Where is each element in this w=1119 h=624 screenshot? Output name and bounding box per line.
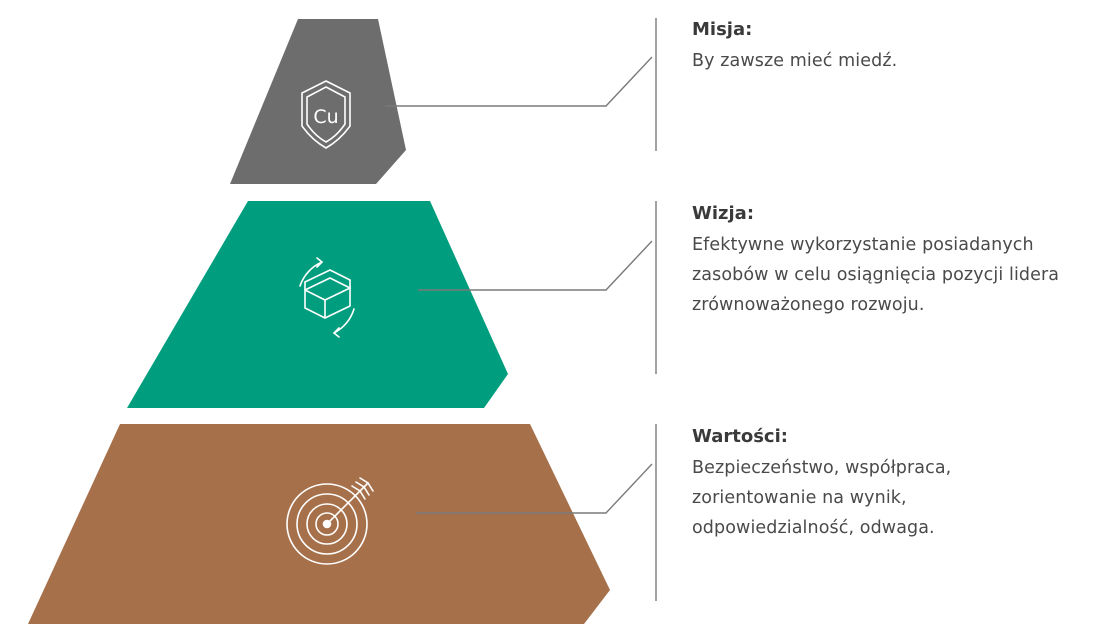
connector-line-values [416,463,653,514]
connector-lines [385,18,657,601]
mission-body: By zawsze mieć miedź. [692,51,898,71]
values-body: Bezpieczeństwo, współpraca, zorientowani… [692,453,1012,543]
vision-text-block: Wizja: Efektywne wykorzystanie posiadany… [692,202,1119,320]
vision-body-text: Efektywne wykorzystanie posiadanych zaso… [692,235,1060,315]
mission-heading: Misja: [692,19,753,40]
shield-icon-label: Cu [313,106,338,128]
pyramid-tier-mission [230,19,406,184]
copper-shield-icon [301,80,351,149]
vision-body: Efektywne wykorzystanie posiadanych zaso… [692,230,1112,320]
connector-line-vision [418,240,653,291]
pyramid-tier-vision [127,201,508,408]
target-arrow-icon [286,477,374,565]
values-text-block: Wartości: Bezpieczeństwo, współpraca, zo… [692,425,1119,543]
values-heading: Wartości: [692,426,788,447]
values-body-text: Bezpieczeństwo, współpraca, zorientowani… [692,458,952,538]
pyramid-tier-values [28,424,610,624]
vision-heading: Wizja: [692,203,755,224]
connector-line-mission [385,56,653,107]
resource-cycle-icon [299,257,355,338]
mission-text-block: Misja: By zawsze mieć miedź. [692,18,1119,76]
